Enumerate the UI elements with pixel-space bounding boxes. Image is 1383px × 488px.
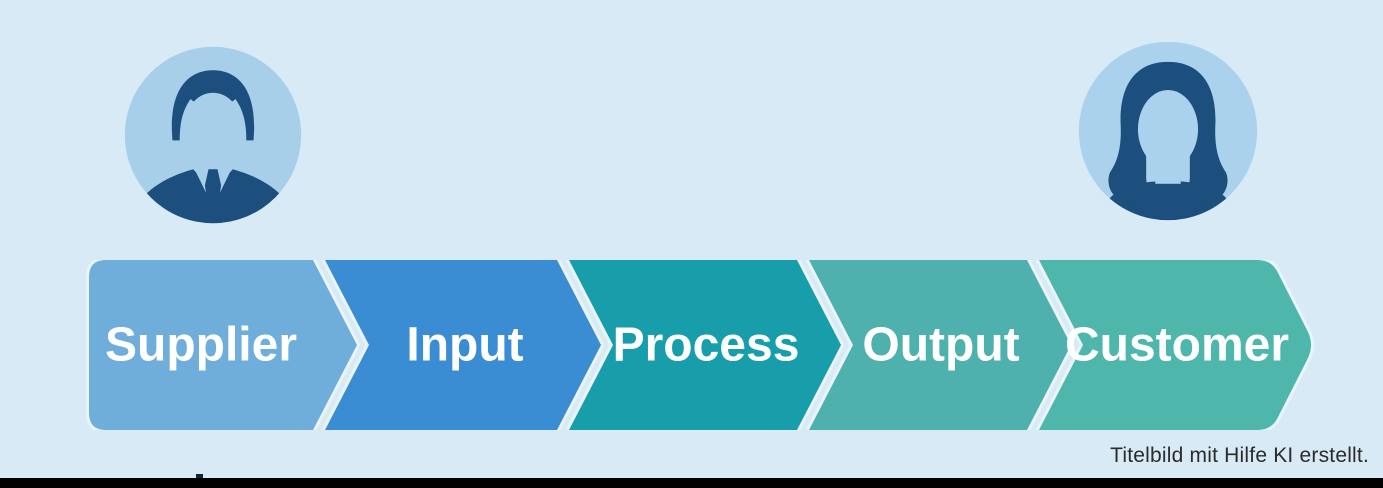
ai-credit-caption: Titelbild mit Hilfe KI erstellt. bbox=[1110, 444, 1369, 467]
businessman-avatar-icon bbox=[124, 46, 302, 224]
flow-step-label-supplier: Supplier bbox=[105, 319, 297, 372]
face-shape bbox=[181, 92, 245, 178]
flow-step-label-process: Process bbox=[613, 319, 800, 372]
flow-step-label-input: Input bbox=[406, 319, 523, 372]
flow-step-label-customer: Customer bbox=[1065, 319, 1289, 372]
flow-step-output bbox=[806, 260, 1074, 430]
neck-shape bbox=[1155, 156, 1181, 184]
process-flow-band: Supplier Input Process Output Customer bbox=[86, 260, 1314, 430]
flow-step-process bbox=[566, 260, 844, 430]
tie-shape bbox=[204, 169, 222, 222]
face-shape bbox=[1137, 90, 1199, 169]
businesswoman-avatar-icon bbox=[1078, 41, 1258, 221]
flow-step-customer bbox=[1036, 260, 1314, 430]
flow-step-input bbox=[322, 260, 604, 430]
bottom-black-bar bbox=[0, 478, 1383, 488]
flow-step-label-output: Output bbox=[862, 319, 1019, 372]
bottom-bar-notch bbox=[196, 474, 203, 478]
hair-shape bbox=[1108, 61, 1228, 203]
